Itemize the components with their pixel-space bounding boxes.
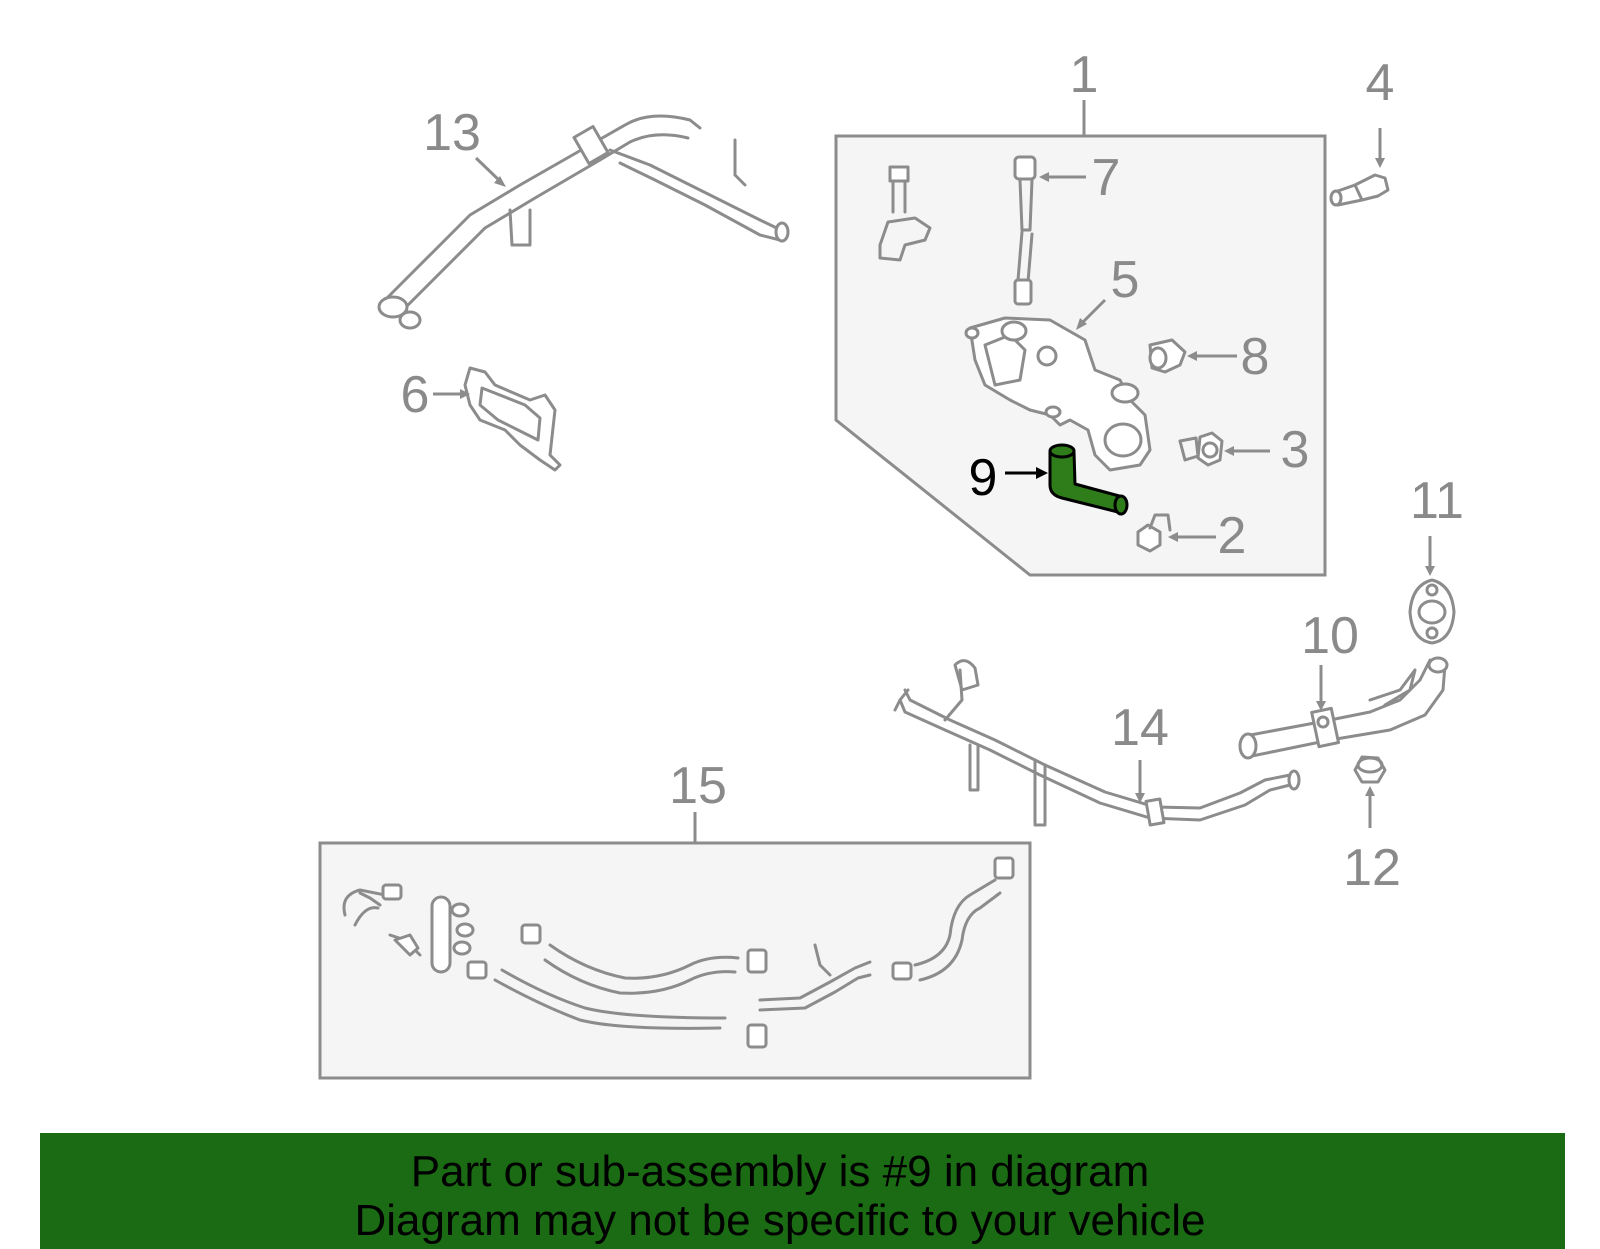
part-info-banner: Part or sub-assembly is #9 in diagram Di…	[40, 1133, 1565, 1249]
sensor-7	[1013, 155, 1037, 306]
callout-1: 1	[1070, 46, 1099, 104]
callout-8: 8	[1241, 328, 1270, 386]
callout-4: 4	[1366, 54, 1395, 112]
gasket-11	[1408, 578, 1456, 645]
gasket-6	[463, 366, 562, 472]
coolant-pipe-13	[377, 114, 790, 330]
bolt-2	[1136, 513, 1172, 553]
callout-15: 15	[669, 757, 727, 815]
callout-7: 7	[1092, 149, 1121, 207]
elbow-pipe-9	[1048, 443, 1129, 516]
plug-3	[1178, 431, 1224, 467]
fitting-8	[1148, 338, 1187, 374]
callout-10: 10	[1301, 607, 1359, 665]
callout-14: 14	[1111, 699, 1169, 757]
callout-2: 2	[1218, 507, 1247, 565]
assembly-15-box	[318, 841, 1032, 1080]
pipe-14	[893, 659, 1301, 827]
callout-3: 3	[1281, 421, 1310, 479]
callout-13: 13	[423, 104, 481, 162]
callout-12: 12	[1343, 839, 1401, 897]
callout-6: 6	[401, 366, 430, 424]
banner-line-2: Diagram may not be specific to your vehi…	[354, 1196, 1206, 1245]
pipe-10	[1238, 656, 1449, 760]
callout-9: 9	[969, 449, 998, 507]
hose-kit-15	[342, 856, 1015, 1049]
bolt-and-bracket	[878, 165, 932, 262]
callout-5: 5	[1111, 251, 1140, 309]
cap-12	[1353, 755, 1387, 784]
callout-11: 11	[1410, 472, 1464, 530]
housing-5	[964, 316, 1152, 472]
bolt-4	[1329, 173, 1390, 207]
banner-line-1: Part or sub-assembly is #9 in diagram	[410, 1147, 1150, 1196]
